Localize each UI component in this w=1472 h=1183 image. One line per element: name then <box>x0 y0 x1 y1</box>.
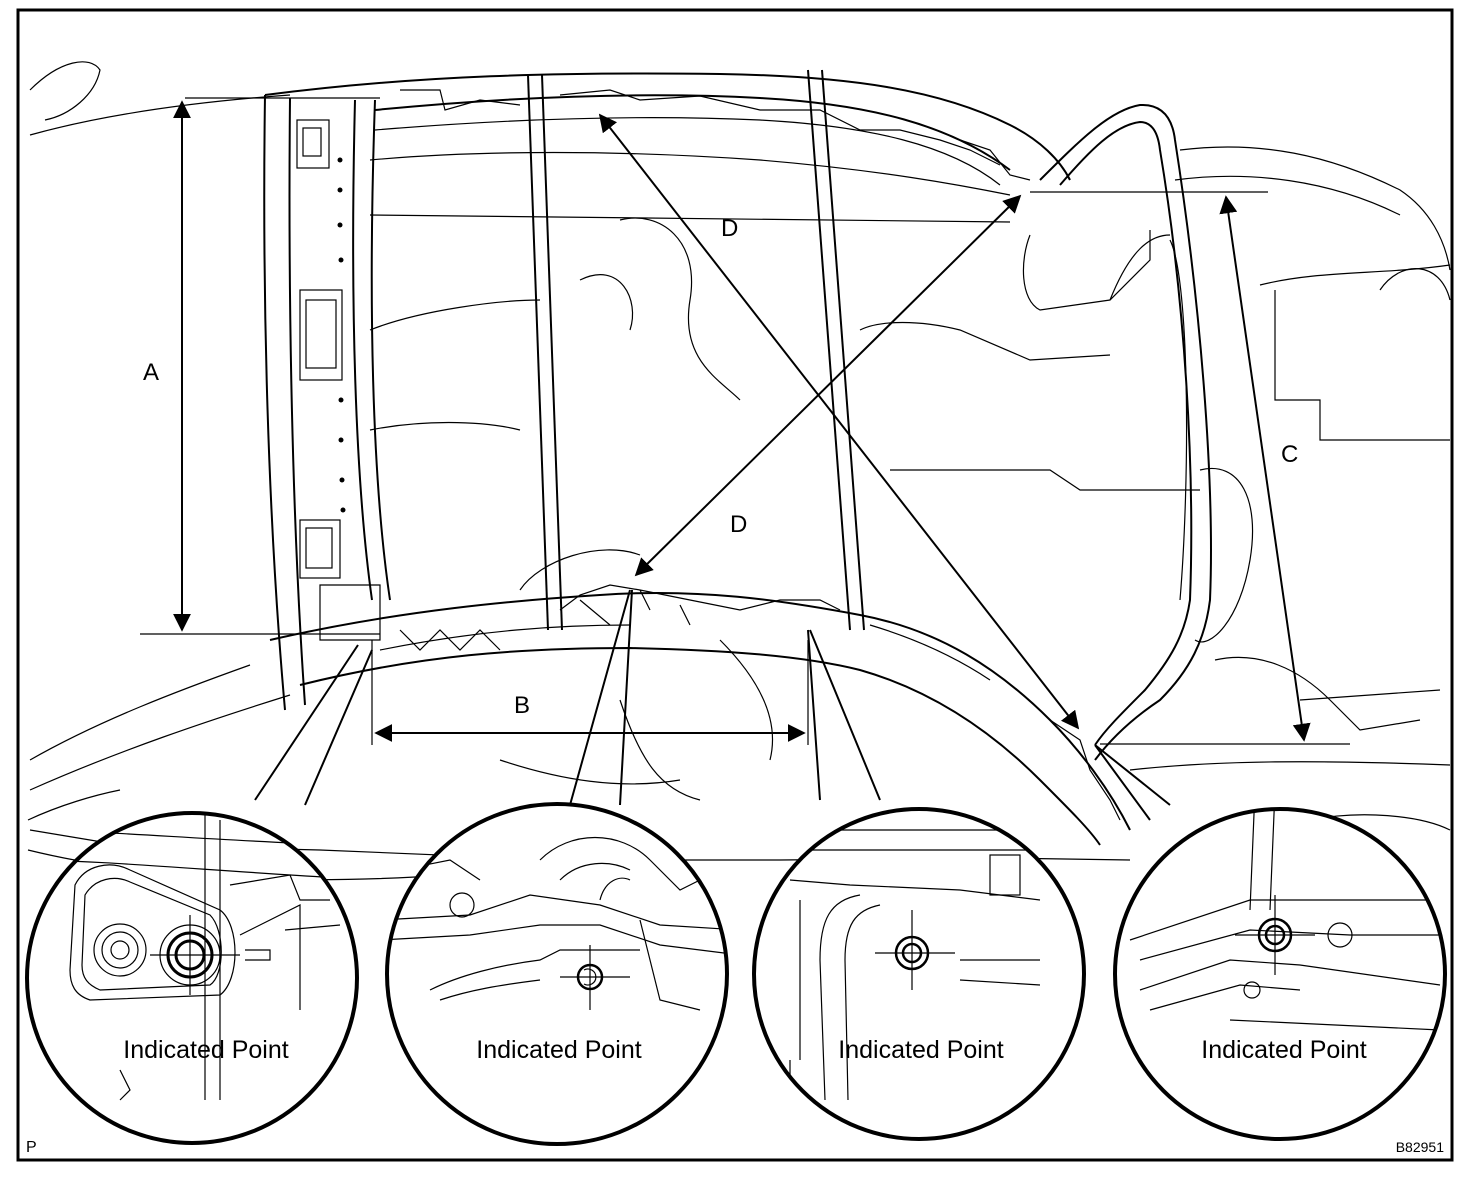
dimension-label-d-lower: D <box>730 511 747 538</box>
detail-view-4: Indicated Point <box>1113 807 1447 1141</box>
corner-label-p: P <box>26 1139 37 1156</box>
dimension-label-d-upper: D <box>721 215 738 242</box>
figure-code: B82951 <box>1396 1139 1444 1155</box>
callout-leaders <box>254 589 1171 821</box>
indicated-point-label-1: Indicated Point <box>123 1036 288 1064</box>
indicated-point-label-4: Indicated Point <box>1201 1036 1366 1064</box>
detail-view-2: Indicated Point <box>385 802 729 1146</box>
dimension-label-c: C <box>1281 441 1298 468</box>
detail-view-3: Indicated Point <box>752 807 1086 1141</box>
detail-view-1: Indicated Point <box>25 811 359 1145</box>
dimension-label-b: B <box>514 692 530 719</box>
pillar-holes <box>337 157 346 513</box>
dimension-lines <box>140 97 1350 745</box>
indicated-point-label-3: Indicated Point <box>838 1036 1003 1064</box>
indicated-point-label-2: Indicated Point <box>476 1036 641 1064</box>
dimension-label-a: A <box>143 359 159 386</box>
dimension-d-diagonal-2 <box>634 194 1022 577</box>
dimension-c-arrow <box>1219 195 1311 742</box>
